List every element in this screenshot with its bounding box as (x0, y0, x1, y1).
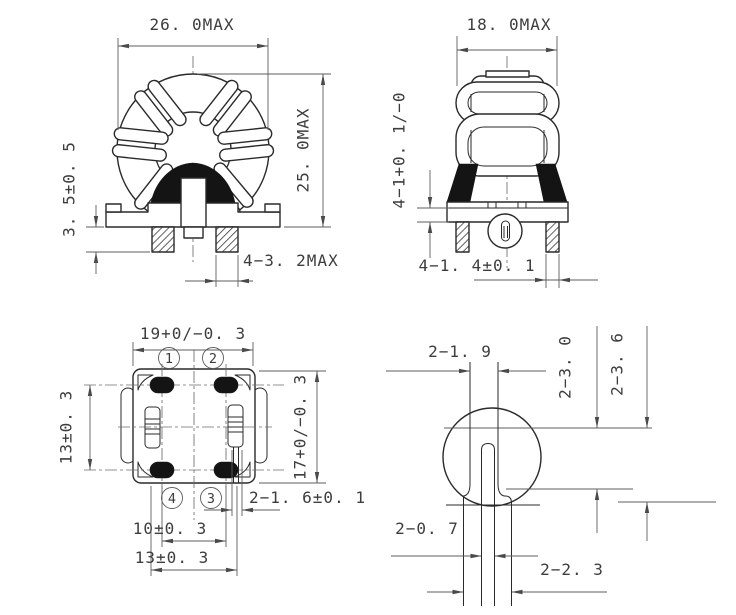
winding-pair-left (111, 127, 169, 162)
center-boss-front (183, 226, 204, 239)
dim-bottom-slot-width: 2−1. 6±0. 1 (204, 450, 366, 516)
dim-detail-depth-outer-label: 2−3. 6 (608, 332, 627, 396)
base-flank-left (446, 163, 479, 203)
svg-text:4: 4 (168, 491, 176, 507)
winding-pair-upper-left (134, 79, 187, 137)
svg-text:2: 2 (209, 351, 217, 367)
mount-pad-4 (149, 461, 175, 479)
dim-front-standoff: 3. 5±0. 5 (60, 141, 150, 274)
bobbin-post (180, 177, 207, 228)
dim-front-width: 26. 0MAX (117, 15, 269, 130)
svg-text:1: 1 (165, 351, 173, 367)
dim-bottom-pin-cols-label: 10±0. 3 (133, 519, 207, 538)
dim-side-flange: 4−1+0. 1/−0 (390, 92, 449, 258)
terminal-boss-detail (442, 407, 542, 507)
dim-front-standoff-label: 3. 5±0. 5 (60, 141, 79, 237)
dim-bottom-body-depth: 17+0/−0. 3 (259, 370, 326, 484)
dim-bottom-pin-span-label: 13±0. 3 (135, 548, 209, 567)
terminal-boss-side (487, 213, 523, 249)
dim-bottom-body-depth-label: 17+0/−0. 3 (291, 374, 310, 480)
dim-detail-depth-inner: 2−3. 0 (506, 326, 633, 533)
dim-front-pin-width-label: 4−3. 2MAX (243, 251, 339, 270)
dim-detail-slot-outer-label: 2−2. 3 (540, 560, 604, 579)
dim-detail-depth-inner-label: 2−3. 0 (556, 335, 575, 399)
corner-tab-tl (137, 374, 154, 391)
dim-bottom-pad-rows-label: 13±0. 3 (57, 390, 76, 464)
dim-side-width: 18. 0MAX (456, 15, 558, 86)
corner-tab-br (234, 461, 251, 478)
svg-text:3: 3 (207, 491, 215, 507)
base-tab-right (264, 203, 281, 213)
wire-slot-left (144, 406, 161, 449)
corner-tab-bl (137, 461, 154, 478)
core-top-step (485, 70, 530, 78)
pin-number-1: 1 (158, 347, 180, 369)
dim-front-height: 25. 0MAX (197, 73, 331, 228)
pin-side-left (455, 221, 470, 253)
dim-detail-slot-gap: 2−1. 9 (386, 342, 546, 374)
dim-bottom-slot-width-label: 2−1. 6±0. 1 (249, 488, 366, 507)
dim-side-pin-width-label: 4−1. 4±0. 1 (419, 256, 536, 275)
dim-front-pin-width: 4−3. 2MAX (185, 251, 339, 287)
front-view: 26. 0MAX 25. 0MAX 3. 5±0. 5 (60, 15, 339, 287)
wire-end (481, 443, 495, 606)
pin-front-left (151, 226, 175, 253)
mount-pad-3 (213, 461, 239, 479)
winding-pair-right (217, 127, 275, 162)
wire-clamp-slot (463, 362, 512, 606)
mount-pad-2 (213, 376, 239, 394)
mount-pad-1 (149, 376, 175, 394)
base-tab-left (105, 203, 122, 213)
winding-pair-upper-right (199, 79, 252, 137)
winding-band-lower (455, 113, 560, 177)
pin-side-right (545, 221, 560, 253)
pin-number-3: 3 (200, 487, 222, 509)
dim-bottom-body-width-label: 19+0/−0. 3 (140, 324, 246, 343)
dim-detail-slot-gap-label: 2−1. 9 (428, 342, 492, 361)
dim-front-height-label: 25. 0MAX (294, 107, 313, 192)
pin-front-right (215, 226, 239, 253)
dim-bottom-pad-rows: 13±0. 3 (57, 385, 93, 470)
dim-detail-slot-outer: 2−2. 3 (427, 560, 607, 595)
dim-bottom-pin-span: 13±0. 3 (135, 486, 238, 576)
pin-number-2: 2 (202, 347, 224, 369)
dim-detail-depth-outer: 2−3. 6 (608, 326, 716, 541)
dim-front-width-label: 26. 0MAX (149, 15, 234, 34)
bottom-view: 1 2 3 4 19+0/−0. 3 13±0. 3 (57, 324, 366, 576)
dim-side-flange-label: 4−1+0. 1/−0 (390, 92, 409, 209)
dim-detail-wire-dia: 2−0. 7 (391, 519, 538, 559)
side-view: 18. 0MAX 4−1+0. 1/−0 4−1. 4±0. 1 (390, 15, 598, 288)
pin-number-4: 4 (161, 487, 183, 509)
base-flank-right (535, 163, 568, 203)
pin-detail-view: 2−1. 9 2−3. 0 2−3. 6 2−0. 7 (386, 326, 716, 606)
dim-detail-wire-dia-label: 2−0. 7 (395, 519, 459, 538)
dim-side-pin-width: 4−1. 4±0. 1 (419, 254, 598, 288)
dim-bottom-body-width: 19+0/−0. 3 (132, 324, 254, 366)
dim-side-width-label: 18. 0MAX (466, 15, 551, 34)
windings (111, 79, 275, 221)
corner-tab-tr (234, 374, 251, 391)
